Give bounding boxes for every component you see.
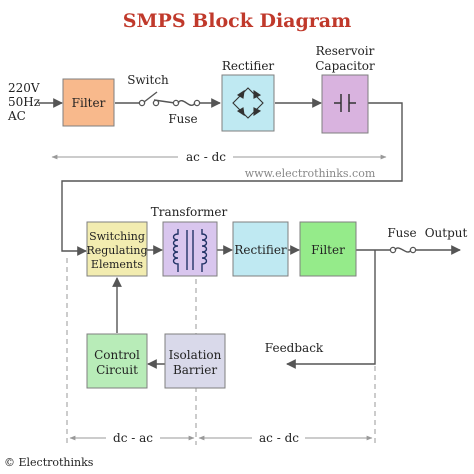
fuse-2-label: Fuse xyxy=(387,226,416,240)
filter-block-label: Filter xyxy=(72,96,106,110)
bridge-rectifier-icon xyxy=(232,87,264,119)
transformer-label: Transformer xyxy=(151,205,228,219)
feedback-label: Feedback xyxy=(265,341,324,355)
dc-ac-bottom-label: dc - ac xyxy=(113,431,153,445)
reservoir-label-line2: Capacitor xyxy=(315,59,375,73)
control-label-line2: Circuit xyxy=(96,363,138,377)
switching-label-line3: Elements xyxy=(91,258,144,271)
transformer-icon xyxy=(172,229,208,272)
filter-block xyxy=(62,78,115,127)
isolation-label-line1: Isolation xyxy=(169,348,222,362)
input-type-label: AC xyxy=(7,109,26,123)
filter-block-2-label: Filter xyxy=(311,243,345,257)
switching-regulating-block xyxy=(86,221,148,277)
isolation-label-line2: Barrier xyxy=(173,363,217,377)
fuse-2-icon xyxy=(389,246,417,254)
bottom-row-wires xyxy=(112,245,461,369)
fuse-icon xyxy=(172,99,201,107)
rectifier-block-2 xyxy=(232,221,289,277)
switch-label: Switch xyxy=(127,73,169,87)
watermark-text: www.electrothinks.com xyxy=(245,167,376,180)
switch-symbol xyxy=(138,91,160,107)
input-frequency-label: 50Hz xyxy=(8,95,40,109)
reservoir-capacitor-block xyxy=(321,74,369,134)
ac-dc-top-label: ac - dc xyxy=(186,150,226,164)
fuse-label: Fuse xyxy=(168,112,197,126)
control-circuit-block xyxy=(86,333,148,389)
control-label-line1: Control xyxy=(94,348,140,362)
isolation-barrier-block xyxy=(164,333,226,389)
ac-dc-bottom-label: ac - dc xyxy=(259,431,299,445)
rectifier-block-2-label: Rectifier xyxy=(234,243,287,257)
switching-label-line1: Switching xyxy=(89,230,145,243)
capacitor-icon xyxy=(334,94,356,112)
input-voltage-label: 220V xyxy=(8,81,40,95)
transformer-block xyxy=(162,221,218,277)
rectifier-block xyxy=(221,74,275,132)
reservoir-label-line1: Reservoir xyxy=(316,44,375,58)
rectifier-label: Rectifier xyxy=(222,59,275,73)
switching-label-line2: Regulating xyxy=(86,244,147,257)
diagram-title: SMPS Block Diagram xyxy=(123,10,351,32)
filter-block-2 xyxy=(299,221,357,277)
output-label: Output xyxy=(425,226,468,240)
copyright-text: © Electrothinks xyxy=(4,456,94,469)
